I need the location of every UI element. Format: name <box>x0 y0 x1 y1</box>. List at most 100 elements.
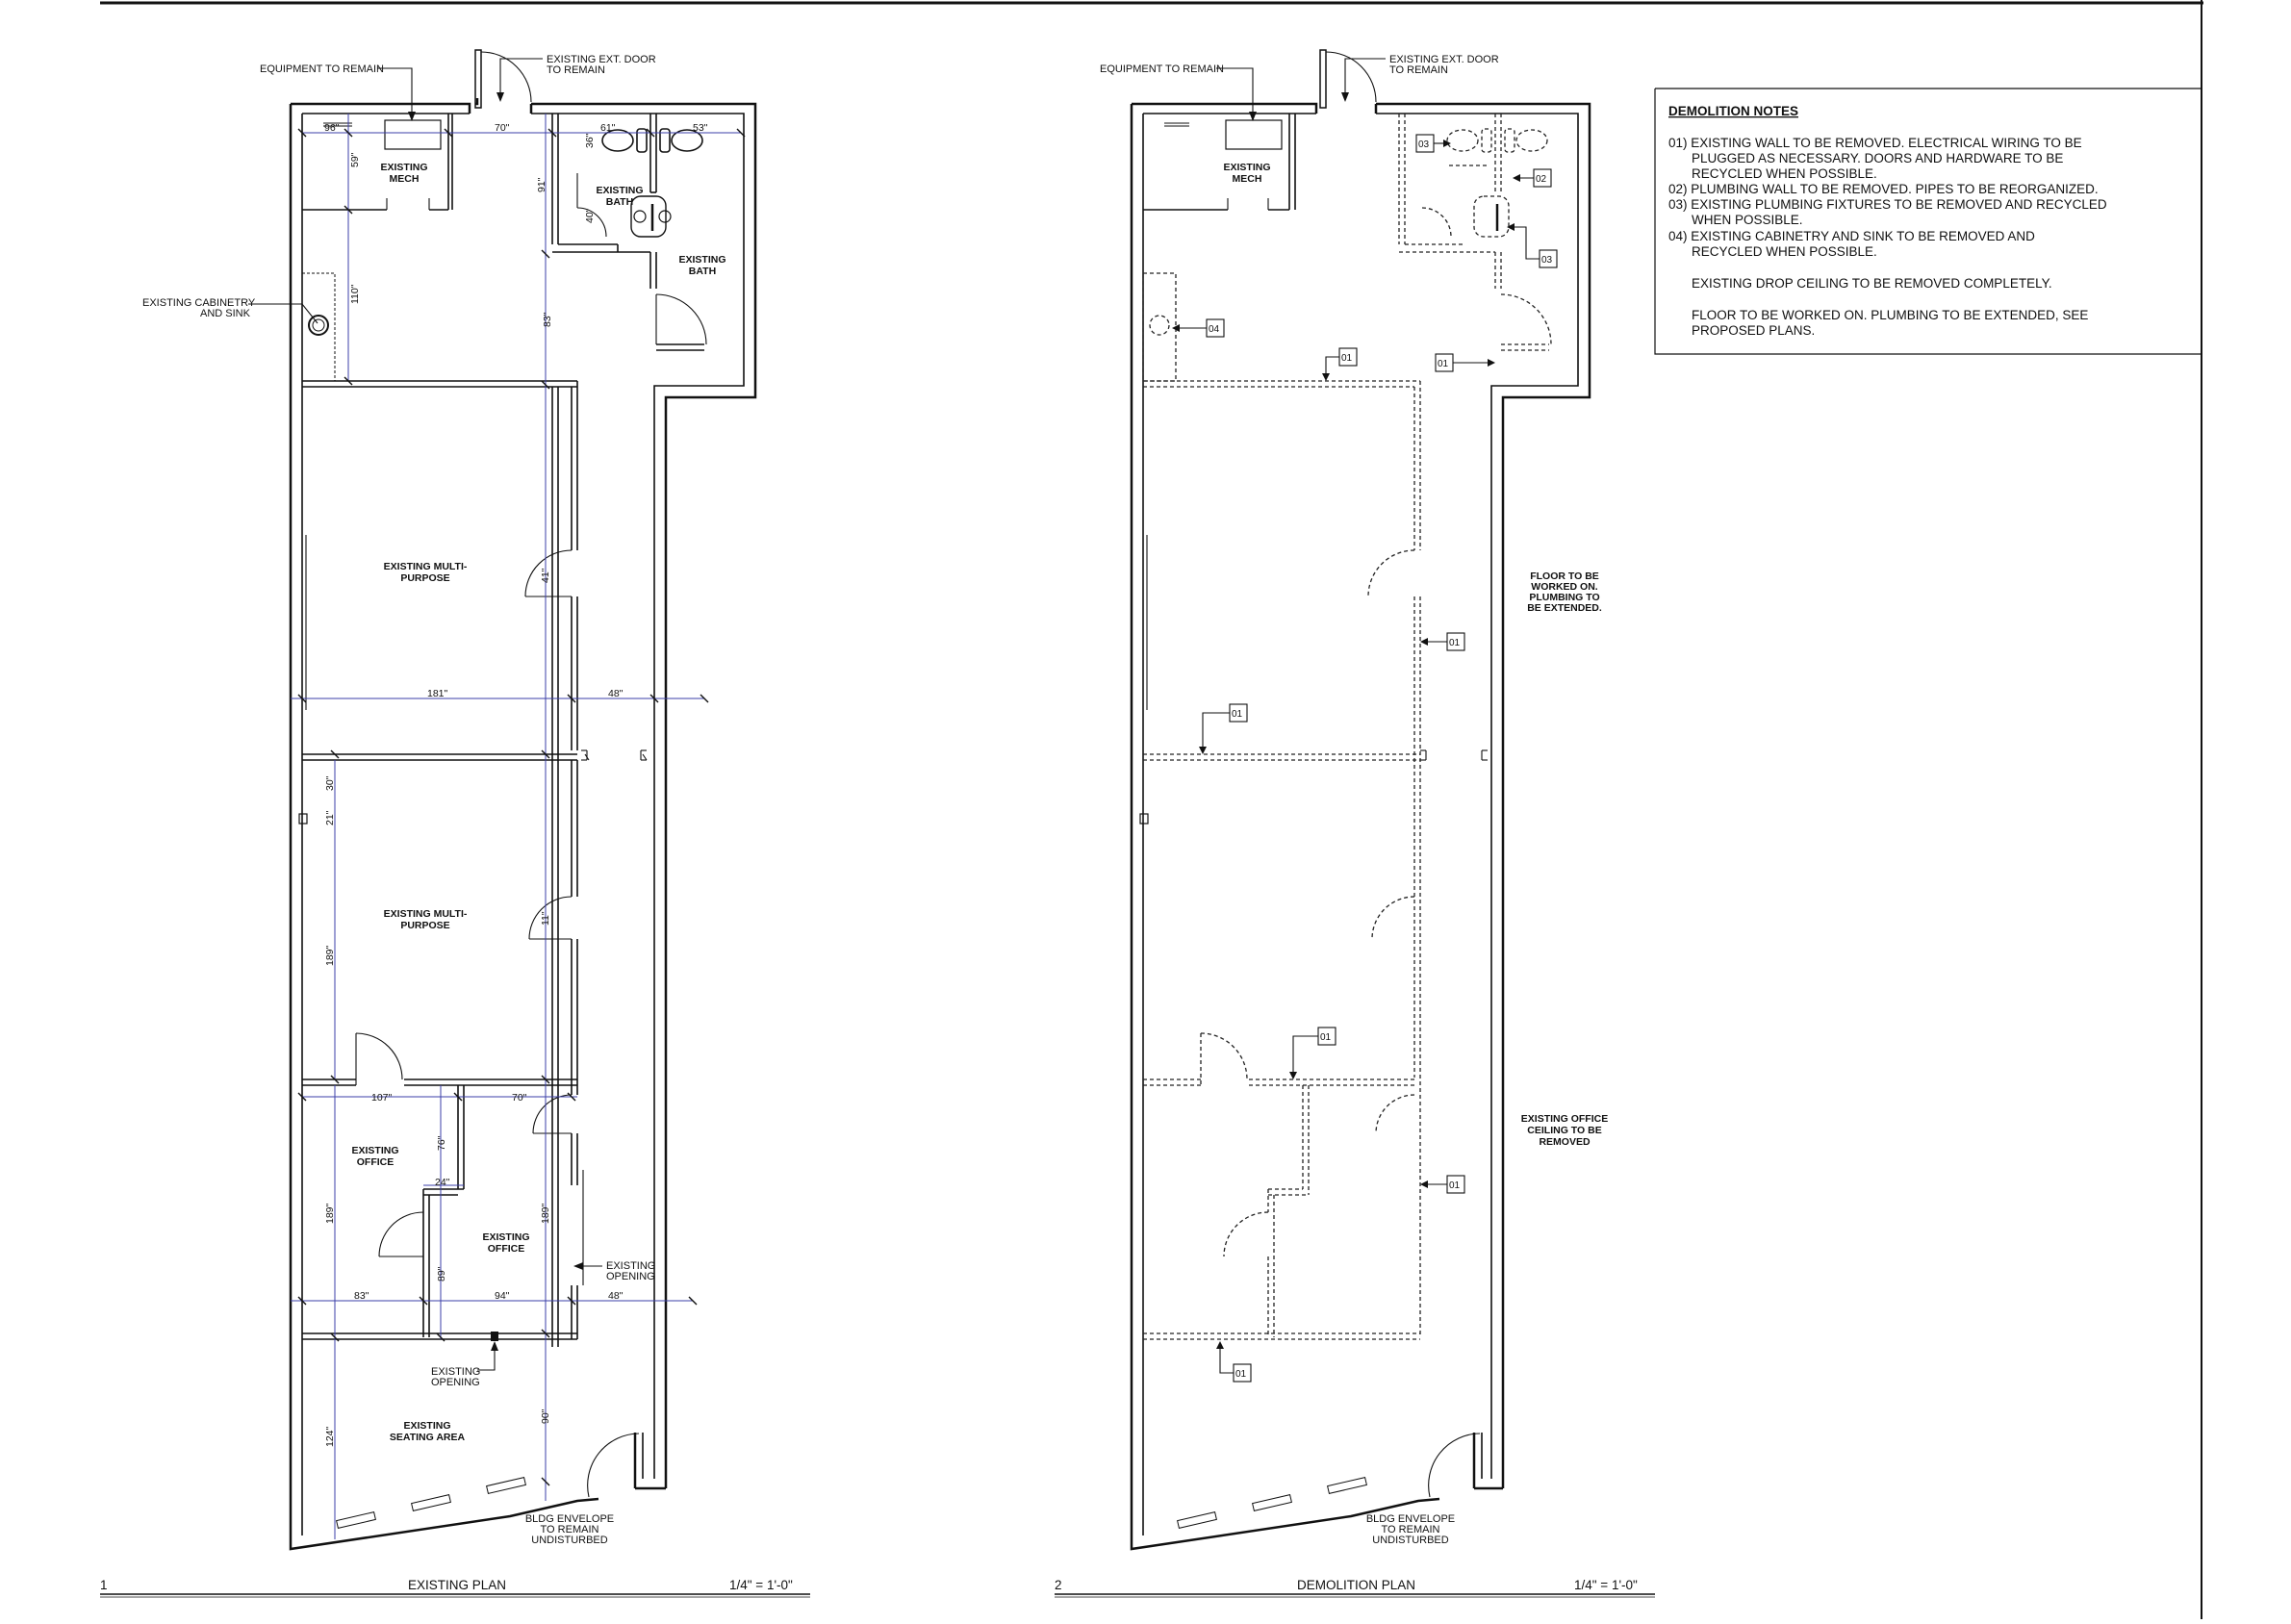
room-office-b-2: OFFICE <box>488 1243 525 1255</box>
room-mech-1: EXISTING <box>380 162 427 173</box>
dim-90: 90" <box>540 1408 551 1424</box>
room-bath-b-1: EXISTING <box>678 254 725 266</box>
callout-cabinetry-2: AND SINK <box>200 308 251 319</box>
demo-room-mech-2: MECH <box>1233 173 1262 185</box>
tag-01-d-label: 01 <box>1232 709 1243 720</box>
dim-53: 53" <box>693 122 708 134</box>
demolition-plan-title: DEMOLITION PLAN <box>1297 1578 1415 1592</box>
tag-01-d: 01 <box>1229 703 1248 723</box>
demolition-storefront <box>1177 1433 1481 1529</box>
room-bath-a-2: BATH <box>606 196 633 208</box>
room-office-b-1: EXISTING <box>482 1231 529 1243</box>
demo-callout-floor-1: FLOOR TO BE <box>1530 571 1599 582</box>
sheet-border <box>100 0 2203 1619</box>
note-1-line-3: RECYCLED WHEN POSSIBLE. <box>1692 166 1877 181</box>
existing-callouts: EQUIPMENT TO REMAIN EXISTING EXT. DOOR T… <box>142 54 656 1546</box>
dim-110: 110" <box>349 284 361 304</box>
demo-callout-envelope-1: BLDG ENVELOPE <box>1366 1513 1455 1525</box>
note-3-line-2: WHEN POSSIBLE. <box>1692 213 1803 227</box>
callout-opening-bottom-2: OPENING <box>431 1377 480 1388</box>
existing-ext-door <box>474 49 532 109</box>
demolition-title-block: 2 DEMOLITION PLAN 1/4" = 1'-0" <box>1055 1578 1655 1598</box>
room-bath-a-1: EXISTING <box>596 185 643 196</box>
existing-plan-scale: 1/4" = 1'-0" <box>729 1578 793 1592</box>
tag-01-e-label: 01 <box>1320 1032 1332 1043</box>
callout-opening-right-1: EXISTING <box>606 1260 655 1272</box>
tag-01-a-label: 01 <box>1341 353 1353 364</box>
tag-01-g: 01 <box>1233 1363 1252 1383</box>
demolition-bathrooms <box>1398 114 1552 351</box>
existing-dimension-lines <box>291 114 746 1539</box>
dim-96: 96" <box>324 122 340 134</box>
tag-01-g-label: 01 <box>1235 1369 1247 1380</box>
tag-01-e: 01 <box>1317 1027 1336 1046</box>
tag-03-b-label: 03 <box>1541 255 1553 266</box>
note-general-2-line-1: FLOOR TO BE WORKED ON. PLUMBING TO BE EX… <box>1692 308 2088 322</box>
tag-01-c: 01 <box>1446 632 1465 651</box>
tag-01-a: 01 <box>1338 347 1358 367</box>
existing-room-labels: EXISTING MECH EXISTING BATH EXISTING BAT… <box>351 162 725 1443</box>
demolition-plan-number: 2 <box>1055 1578 1062 1592</box>
demolition-plan-scale: 1/4" = 1'-0" <box>1574 1578 1638 1592</box>
tag-01-c-label: 01 <box>1449 638 1461 648</box>
note-1-line-2: PLUGGED AS NECESSARY. DOORS AND HARDWARE… <box>1692 151 2063 165</box>
dim-181: 181" <box>427 688 448 699</box>
existing-exterior-walls <box>289 98 757 1551</box>
dim-48b: 48" <box>608 1290 624 1302</box>
room-seating-1: EXISTING <box>403 1420 450 1432</box>
callout-envelope-3: UNDISTURBED <box>531 1535 608 1546</box>
demo-callout-floor-3: PLUMBING TO <box>1529 592 1599 603</box>
note-4-line-1: 04) EXISTING CABINETRY AND SINK TO BE RE… <box>1668 229 2035 243</box>
demo-callout-ceiling-1: EXISTING OFFICE <box>1521 1113 1608 1125</box>
dim-107: 107" <box>371 1092 393 1104</box>
demo-callout-ceiling-2: CEILING TO BE <box>1527 1125 1601 1136</box>
dim-21: 21" <box>324 810 336 825</box>
existing-interior-walls <box>298 380 648 1347</box>
room-office-a-1: EXISTING <box>351 1145 398 1156</box>
note-3-line-1: 03) EXISTING PLUMBING FIXTURES TO BE REM… <box>1668 197 2107 212</box>
existing-dimension-texts: 96" 70" 61" 53" 59" 36" 91" 40" 110" 83"… <box>324 122 708 1447</box>
tag-03-a-label: 03 <box>1418 140 1430 150</box>
tag-01-b: 01 <box>1435 353 1454 372</box>
tag-01-f-label: 01 <box>1449 1180 1461 1191</box>
existing-plan-title: EXISTING PLAN <box>408 1578 506 1592</box>
demolition-tags: 03 02 03 04 <box>1172 134 1558 1383</box>
room-mp1-1: EXISTING MULTI- <box>384 561 468 572</box>
dim-36: 36" <box>584 133 596 148</box>
dim-124: 124" <box>324 1426 336 1447</box>
callout-ext-door-1: EXISTING EXT. DOOR <box>547 54 656 65</box>
existing-title-block: 1 EXISTING PLAN 1/4" = 1'-0" <box>100 1578 810 1598</box>
dim-89: 89" <box>436 1266 447 1281</box>
tag-04-label: 04 <box>1209 324 1220 335</box>
demo-callout-ext-door-2: TO REMAIN <box>1389 64 1448 76</box>
demo-callout-ceiling-3: REMOVED <box>1539 1136 1591 1148</box>
demo-room-mech-1: EXISTING <box>1223 162 1270 173</box>
existing-storefront <box>336 1433 640 1529</box>
note-1-line-1: 01) EXISTING WALL TO BE REMOVED. ELECTRI… <box>1668 136 2082 150</box>
dim-24: 24" <box>435 1177 450 1188</box>
callout-opening-bottom-1: EXISTING <box>431 1366 480 1378</box>
callout-envelope-2: TO REMAIN <box>541 1524 599 1535</box>
callout-equipment: EQUIPMENT TO REMAIN <box>260 63 384 75</box>
tag-03-b: 03 <box>1539 249 1558 268</box>
demolition-exterior-walls <box>1130 102 1591 1551</box>
demolition-interior-walls <box>1139 380 1488 1340</box>
tag-01-f: 01 <box>1446 1175 1465 1194</box>
callout-opening-right-2: OPENING <box>606 1271 655 1282</box>
room-mp1-2: PURPOSE <box>400 572 449 584</box>
dim-94: 94" <box>495 1290 510 1302</box>
existing-plan-number: 1 <box>100 1578 108 1592</box>
demolition-mech-room <box>1143 114 1296 211</box>
dim-11: 11" <box>540 911 551 926</box>
note-2: 02) PLUMBING WALL TO BE REMOVED. PIPES T… <box>1668 182 2099 196</box>
existing-cabinetry <box>301 272 336 382</box>
note-4-line-2: RECYCLED WHEN POSSIBLE. <box>1692 244 1877 259</box>
demo-callout-envelope-3: UNDISTURBED <box>1372 1535 1449 1546</box>
callout-envelope-1: BLDG ENVELOPE <box>525 1513 614 1525</box>
dim-41: 41" <box>540 568 551 583</box>
room-mp2-2: PURPOSE <box>400 920 449 931</box>
tag-01-b-label: 01 <box>1438 359 1449 369</box>
demolition-plan: 03 02 03 04 <box>1055 49 1655 1598</box>
demo-callout-ext-door-1: EXISTING EXT. DOOR <box>1389 54 1499 65</box>
